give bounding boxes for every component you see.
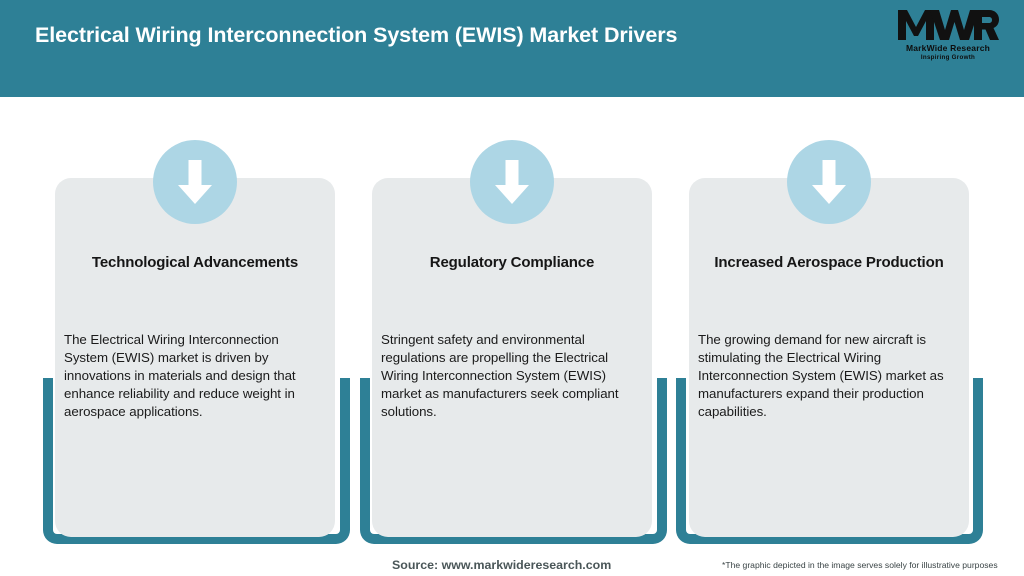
source-label: Source: www.markwideresearch.com [392,558,612,572]
arrow-down-icon [153,140,237,224]
arrow-down-icon [470,140,554,224]
logo-company-name: MarkWide Research [905,43,991,53]
card-frame-1 [43,378,350,544]
card-title-2: Regulatory Compliance [429,254,595,271]
card-panel-3 [689,178,969,537]
card-title-1: Technological Advancements [91,254,299,271]
card-frame-2 [360,378,667,544]
logo-tagline: Inspiring Growth [920,54,976,61]
card-body-3: The growing demand for new aircraft is s… [698,332,944,419]
disclaimer-label: *The graphic depicted in the image serve… [722,560,998,570]
header-band [0,0,1024,97]
card-title-3: Increased Aerospace Production [714,254,944,271]
card-panel-1 [55,178,335,537]
page-title: Electrical Wiring Interconnection System… [35,23,678,47]
mwr-logo-icon [890,8,1006,42]
card-frame-3 [676,378,983,544]
card-panel-2 [372,178,652,537]
card-body-1: The Electrical Wiring Interconnection Sy… [64,332,296,419]
arrow-down-icon [787,140,871,224]
card-body-2: Stringent safety and environmental regul… [381,332,619,419]
brand-logo: MarkWide Research Inspiring Growth [890,8,1006,61]
